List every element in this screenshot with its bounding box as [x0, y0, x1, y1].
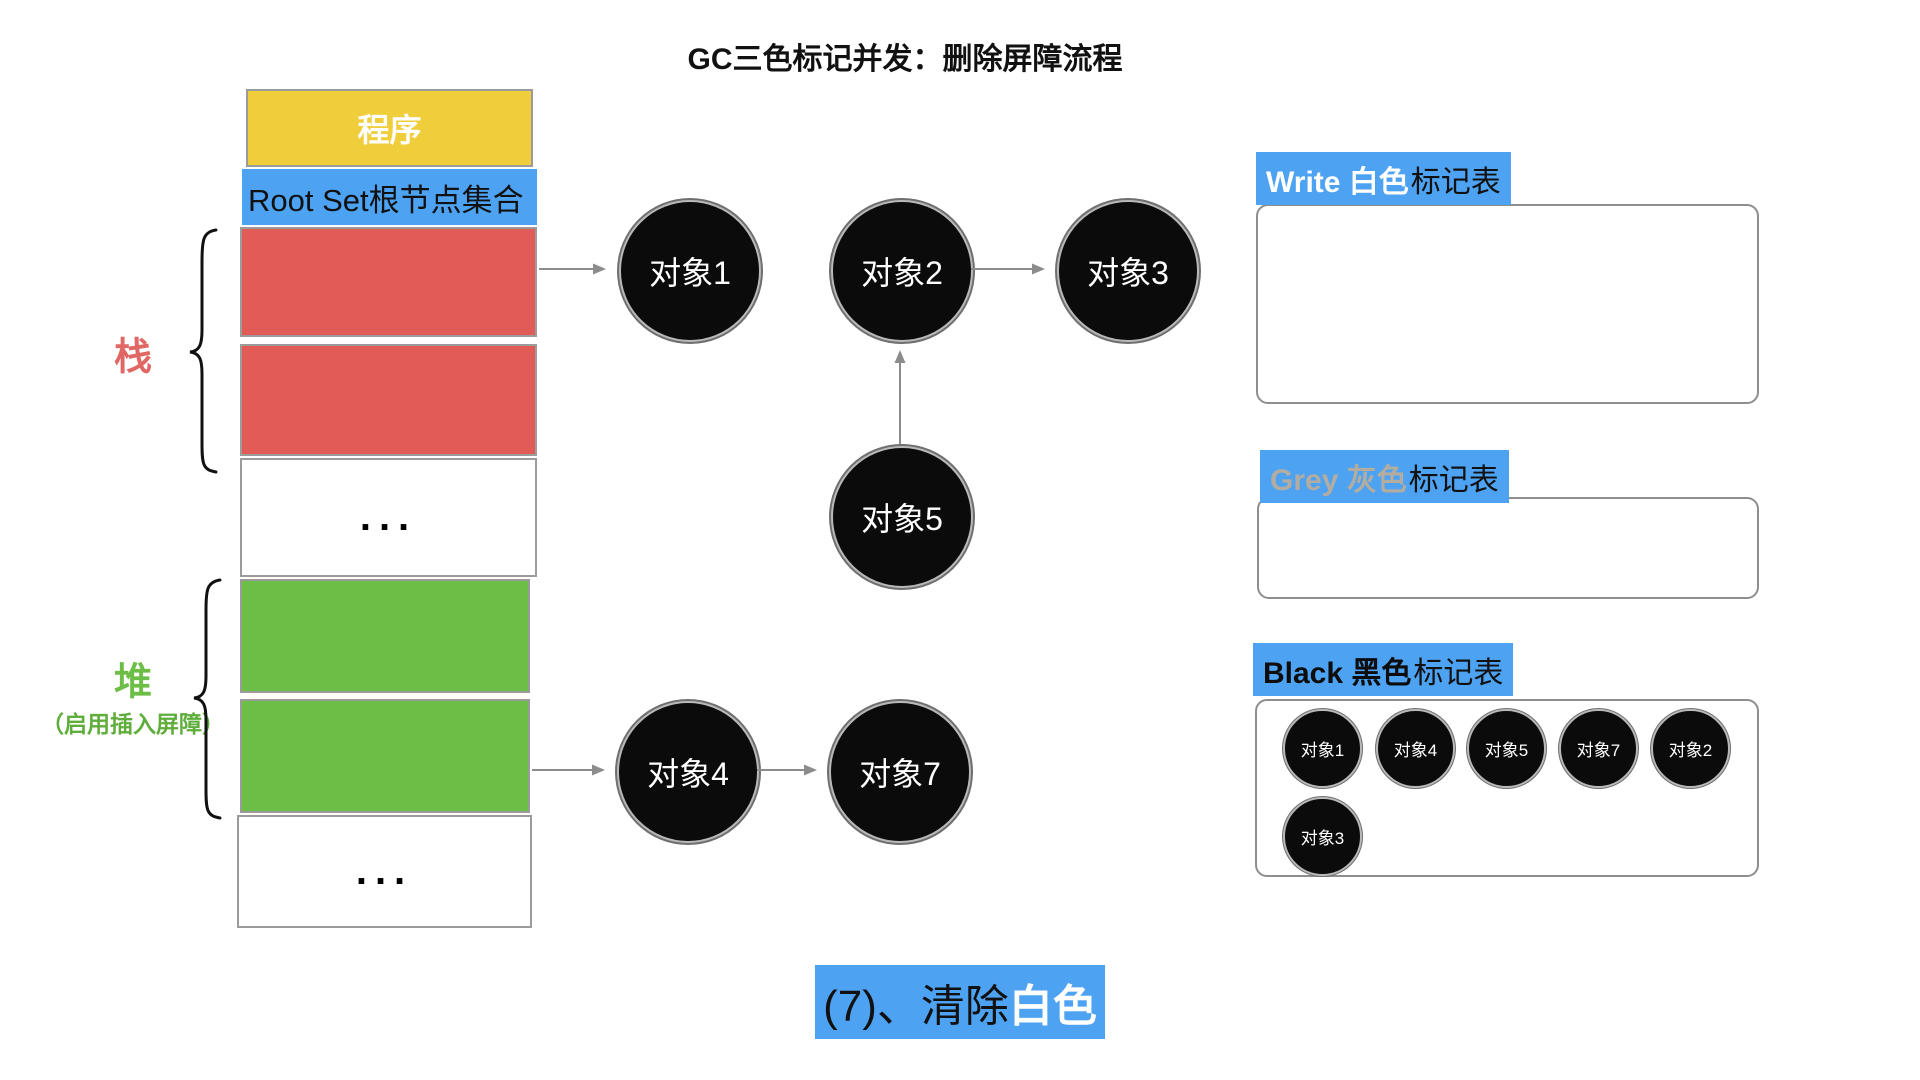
ellipsis-box-1: ... — [240, 458, 537, 577]
white-table-label-suffix: 标记表 — [1410, 165, 1501, 199]
node-obj5: 对象5 — [831, 446, 973, 588]
heap-slot-1 — [240, 579, 530, 693]
black-table-box: 对象1 对象4 对象5 对象7 对象2 对象3 — [1255, 699, 1759, 877]
black-table-label-main: Black 黑色 — [1263, 656, 1412, 690]
stack-slot-1 — [240, 227, 537, 337]
page-title: GC三色标记并发：删除屏障流程 — [687, 43, 1123, 76]
heap-brace — [193, 578, 222, 820]
black-table-item-obj3: 对象3 — [1283, 797, 1362, 876]
ellipsis-box-2: ... — [237, 815, 532, 928]
white-table-label: Write 白色标记表 — [1256, 152, 1511, 205]
step-caption: (7)、清除白色 — [815, 965, 1105, 1039]
stack-label: 栈 — [113, 336, 153, 379]
node-obj4: 对象4 — [617, 701, 759, 843]
step-caption-text: (7)、清除 — [823, 982, 1009, 1031]
step-caption-highlight: 白色 — [1008, 982, 1097, 1031]
root-set-box: Root Set根节点集合 — [242, 169, 537, 225]
black-table-item-obj4: 对象4 — [1376, 709, 1455, 788]
black-table-label: Black 黑色标记表 — [1253, 643, 1514, 696]
white-table-box — [1256, 204, 1759, 404]
stack-slot-2 — [240, 344, 537, 456]
white-table-label-main: Write 白色 — [1266, 165, 1409, 199]
black-table-item-obj5: 对象5 — [1467, 709, 1546, 788]
heap-label: 堆 — [113, 661, 153, 704]
black-table-label-suffix: 标记表 — [1413, 656, 1504, 690]
node-obj2: 对象2 — [831, 200, 973, 342]
node-obj3: 对象3 — [1057, 200, 1199, 342]
program-box: 程序 — [246, 89, 533, 167]
node-obj1: 对象1 — [619, 200, 761, 342]
black-table-item-obj1: 对象1 — [1283, 709, 1362, 788]
heap-slot-2 — [240, 699, 530, 813]
node-obj7: 对象7 — [829, 701, 971, 843]
heap-note: （启用插入屏障） — [41, 711, 225, 737]
stack-brace — [189, 228, 218, 474]
black-table-item-obj7: 对象7 — [1559, 709, 1638, 788]
grey-table-label-main: Grey 灰色 — [1270, 463, 1407, 497]
grey-table-box — [1257, 497, 1759, 599]
grey-table-label-suffix: 标记表 — [1408, 463, 1499, 497]
grey-table-label: Grey 灰色标记表 — [1260, 450, 1509, 503]
black-table-item-obj2: 对象2 — [1651, 709, 1730, 788]
